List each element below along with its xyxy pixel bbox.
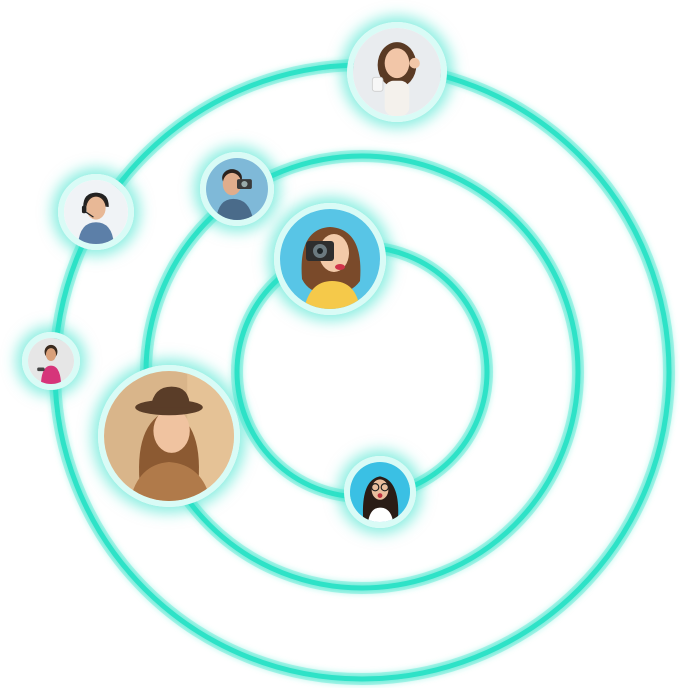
man-headset-icon	[64, 180, 128, 244]
avatar-woman-drinking[interactable]	[347, 22, 447, 122]
avatar-woman-camera[interactable]	[274, 203, 386, 315]
woman-fitness-icon	[28, 338, 74, 384]
man-camera-icon	[206, 158, 268, 220]
woman-hat-icon	[104, 371, 234, 501]
woman-drinking-icon	[353, 28, 441, 116]
woman-glasses-icon	[350, 462, 410, 522]
avatar-woman-hat[interactable]	[98, 365, 240, 507]
avatar-woman-glasses[interactable]	[344, 456, 416, 528]
avatar-woman-fitness[interactable]	[22, 332, 80, 390]
woman-camera-icon	[280, 209, 380, 309]
avatar-man-camera[interactable]	[200, 152, 274, 226]
avatar-man-headset[interactable]	[58, 174, 134, 250]
